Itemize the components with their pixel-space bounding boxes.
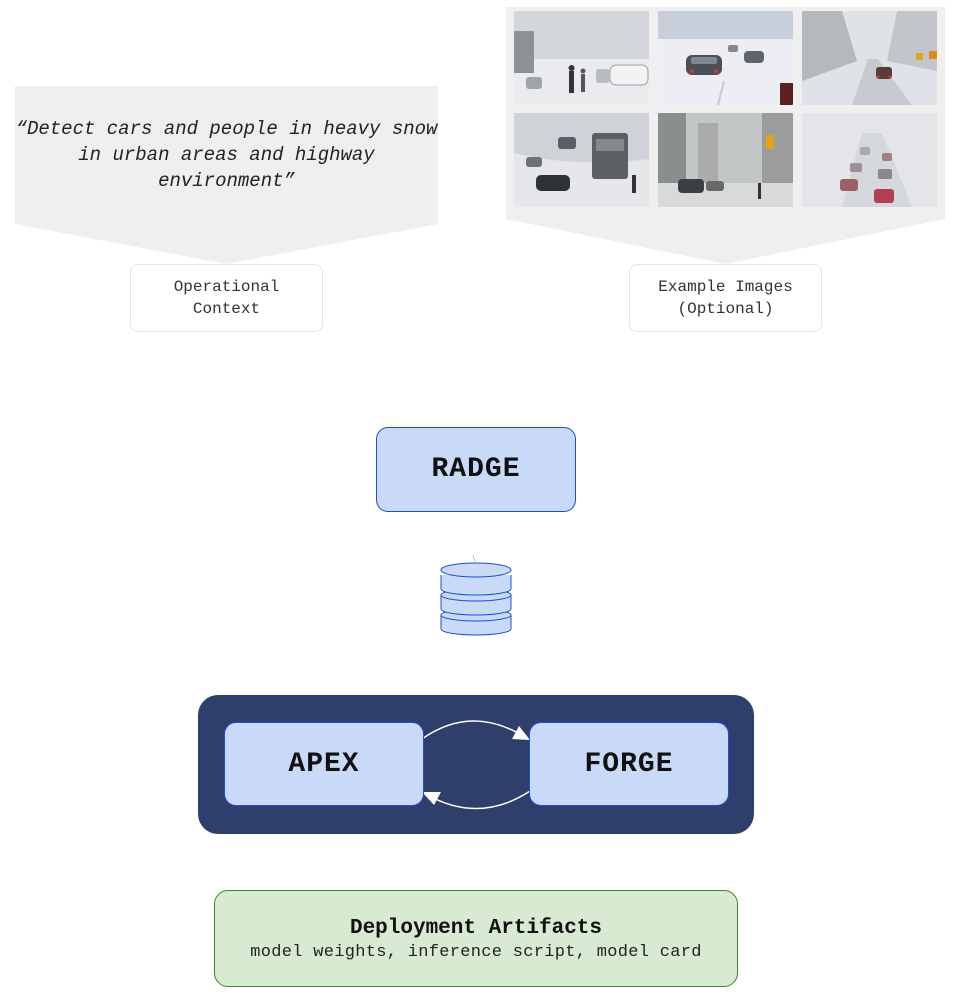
forge-box: FORGE — [529, 722, 729, 806]
example-image-5 — [658, 113, 793, 207]
deployment-artifacts-box: Deployment Artifacts model weights, infe… — [214, 890, 738, 987]
example-image-2 — [658, 11, 793, 105]
example-images-label: Example Images (Optional) — [629, 264, 822, 332]
operational-context-label: Operational Context — [130, 264, 323, 332]
apex-box: APEX — [224, 722, 424, 806]
example-image-6 — [802, 113, 937, 207]
deployment-artifacts-title: Deployment Artifacts — [349, 917, 603, 940]
loop-arrows — [198, 695, 754, 834]
example-image-1 — [514, 11, 649, 105]
example-image-4 — [514, 113, 649, 207]
operational-context-quote: “Detect cars and people in heavy snow in… — [15, 118, 438, 192]
radge-box: RADGE — [376, 427, 576, 512]
operational-context-callout — [15, 86, 438, 264]
example-image-3 — [802, 11, 937, 105]
database-icon — [440, 554, 512, 639]
deployment-artifacts-subtitle: model weights, inference script, model c… — [250, 943, 702, 962]
